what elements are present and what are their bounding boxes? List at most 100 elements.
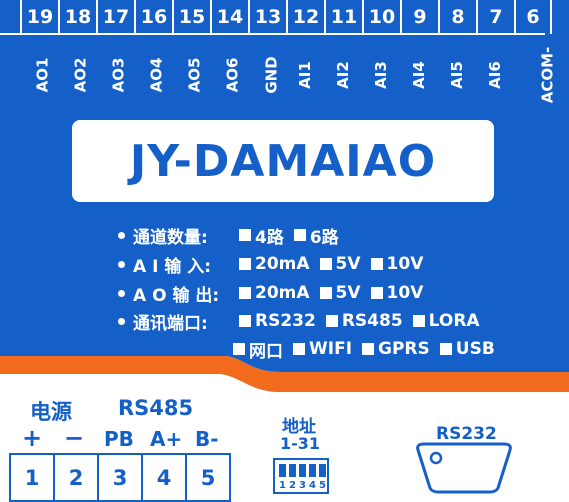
terminal-label: AI6	[481, 40, 509, 110]
spec-line: A I 输 入: 20mA 5V 10V	[118, 252, 427, 277]
terminal-number: 17	[96, 0, 134, 34]
spec-option: USB	[455, 339, 495, 359]
terminal-number: 13	[248, 0, 286, 34]
terminal-number: 16	[134, 0, 172, 34]
bullet-icon	[118, 317, 125, 325]
terminal-label-text: AI5	[447, 61, 466, 89]
terminal-label: AI1	[291, 40, 319, 110]
db9-connector-icon	[416, 442, 512, 494]
rs232-label: RS232	[436, 424, 497, 444]
checkbox-square-icon	[293, 343, 305, 355]
power-label: 电源	[30, 400, 72, 424]
terminal-label-text: GND	[262, 56, 281, 94]
terminal-number: 11	[324, 0, 362, 34]
checkbox-square-icon	[239, 287, 251, 299]
model-title-box: JY-DAMAIAO	[72, 120, 494, 202]
bottom-terminal-number: 4	[141, 453, 187, 502]
checkbox-square-icon	[439, 343, 452, 355]
dip-switch-number: 1	[279, 480, 286, 491]
terminal-label-text: AO4	[147, 57, 166, 93]
terminal-label-text: ACOM-	[538, 46, 557, 104]
terminal-label: AO3	[101, 40, 129, 110]
terminal-label-text: AO5	[185, 57, 204, 93]
dip-switch-number: 5	[319, 480, 326, 491]
spec-key: 通道数量:	[133, 227, 208, 248]
spec-option: LORA	[428, 311, 480, 331]
terminal-label: AO5	[177, 40, 205, 110]
spec-key: A I 输 入:	[133, 256, 212, 277]
terminal-label: AO2	[63, 40, 91, 110]
terminal-label-text: AI2	[333, 61, 352, 89]
spec-option: 10V	[386, 283, 424, 303]
b-minus-label: B-	[195, 427, 219, 451]
bottom-terminal-number: 1	[9, 453, 55, 502]
spec-key: A O 输 出:	[133, 285, 220, 306]
dip-switch-lever	[309, 464, 316, 477]
terminal-number: 7	[476, 0, 514, 34]
dip-switch-lever	[289, 464, 296, 477]
spec-option: 5V	[335, 254, 361, 274]
dip-switch-number: 4	[309, 480, 316, 491]
dip-switch-lever	[299, 464, 306, 477]
checkbox-square-icon	[362, 343, 375, 355]
spec-option: RS485	[341, 311, 403, 331]
checkbox-square-icon	[319, 287, 332, 299]
spec-option: 10V	[386, 254, 424, 274]
spec-option: 20mA	[255, 283, 310, 303]
bullet-icon	[118, 260, 125, 268]
spec-line: 通道数量: 4路 6路	[118, 223, 343, 248]
spec-option: 4路	[255, 227, 284, 248]
terminal-label-text: AO1	[33, 57, 52, 93]
spec-option: WIFI	[309, 339, 353, 359]
power-plus-label: +	[22, 424, 43, 452]
dip-switch-lever	[319, 464, 326, 477]
checkbox-square-icon	[325, 315, 338, 327]
model-title: JY-DAMAIAO	[129, 135, 437, 187]
terminal-number: 10	[362, 0, 400, 34]
spec-option: 6路	[309, 227, 339, 248]
checkbox-square-icon	[239, 229, 251, 241]
bullet-icon	[118, 231, 125, 239]
spec-option: GPRS	[378, 339, 430, 359]
pb-label: PB	[104, 427, 134, 451]
terminal-number: 14	[210, 0, 248, 34]
terminal-number: 9	[400, 0, 438, 34]
checkbox-square-icon	[319, 258, 332, 270]
terminal-number: 18	[58, 0, 96, 34]
terminal-label: AI5	[443, 40, 471, 110]
checkbox-square-icon	[239, 315, 251, 327]
bottom-terminal-number: 5	[185, 453, 231, 502]
a-plus-label: A+	[150, 427, 183, 451]
bottom-terminal-number: 3	[97, 453, 143, 502]
bullet-icon	[118, 289, 125, 297]
terminal-label: AO4	[139, 40, 167, 110]
spec-line: A O 输 出: 20mA 5V 10V	[118, 281, 427, 306]
spec-option: 20mA	[255, 254, 310, 274]
terminal-label-text: AO6	[223, 57, 242, 93]
checkbox-square-icon	[239, 258, 251, 270]
terminal-label-text: AI4	[409, 61, 428, 89]
dip-switch-number: 2	[289, 480, 296, 491]
terminal-number: 8	[438, 0, 476, 34]
spec-key: 通讯端口:	[133, 313, 208, 334]
dip-switch-lever	[279, 464, 286, 477]
terminal-label-text: AI1	[295, 61, 314, 89]
terminal-label: AI4	[405, 40, 433, 110]
bottom-terminal-number: 2	[53, 453, 99, 502]
checkbox-square-icon	[233, 343, 245, 355]
checkbox-square-icon	[412, 315, 425, 327]
address-range: 1-31	[280, 434, 321, 453]
terminal-label-text: AO2	[71, 57, 90, 93]
terminal-label: GND	[253, 40, 281, 110]
power-minus-label: −	[64, 424, 85, 452]
terminal-label-text: AI6	[485, 61, 504, 89]
checkbox-square-icon	[370, 258, 383, 270]
spec-option: 5V	[335, 283, 361, 303]
dip-switch-number: 3	[299, 480, 306, 491]
terminal-number: 15	[172, 0, 210, 34]
terminal-label-text: AO3	[109, 57, 128, 93]
terminal-label: AO1	[25, 40, 53, 110]
